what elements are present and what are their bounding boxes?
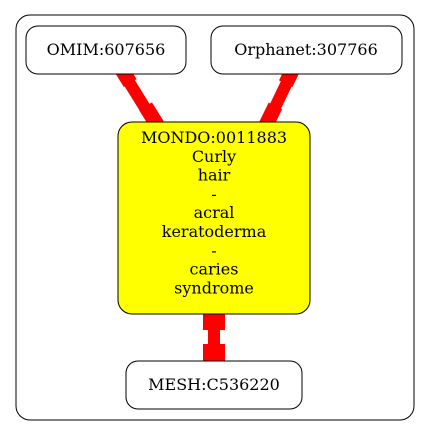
node-mondo-label-line: - bbox=[211, 241, 216, 260]
node-mondo-label-line: - bbox=[211, 184, 216, 203]
node-mondo-label-line: caries bbox=[190, 260, 239, 279]
node-mondo-label-line: Curly bbox=[192, 147, 236, 166]
node-mesh-label: MESH:C536220 bbox=[148, 375, 280, 394]
node-orphanet-label: Orphanet:307766 bbox=[234, 40, 378, 59]
node-mesh[interactable]: MESH:C536220 bbox=[125, 360, 303, 410]
node-mondo-label: MONDO:0011883Curlyhair-acralkeratoderma-… bbox=[141, 128, 287, 297]
node-mondo-label-line: acral bbox=[194, 203, 235, 222]
node-orphanet[interactable]: Orphanet:307766 bbox=[210, 25, 403, 75]
node-omim-label: OMIM:607656 bbox=[47, 40, 166, 59]
node-mondo-label-line: syndrome bbox=[174, 278, 254, 297]
node-mondo-label-line: hair bbox=[198, 166, 231, 185]
cluster-border bbox=[15, 14, 415, 421]
node-mondo[interactable]: MONDO:0011883Curlyhair-acralkeratoderma-… bbox=[117, 121, 311, 315]
node-mondo-label-line: MONDO:0011883 bbox=[141, 128, 287, 147]
node-mondo-label-line: keratoderma bbox=[162, 222, 267, 241]
node-omim[interactable]: OMIM:607656 bbox=[25, 25, 187, 75]
edge-mondo-to-mesh bbox=[203, 306, 225, 366]
